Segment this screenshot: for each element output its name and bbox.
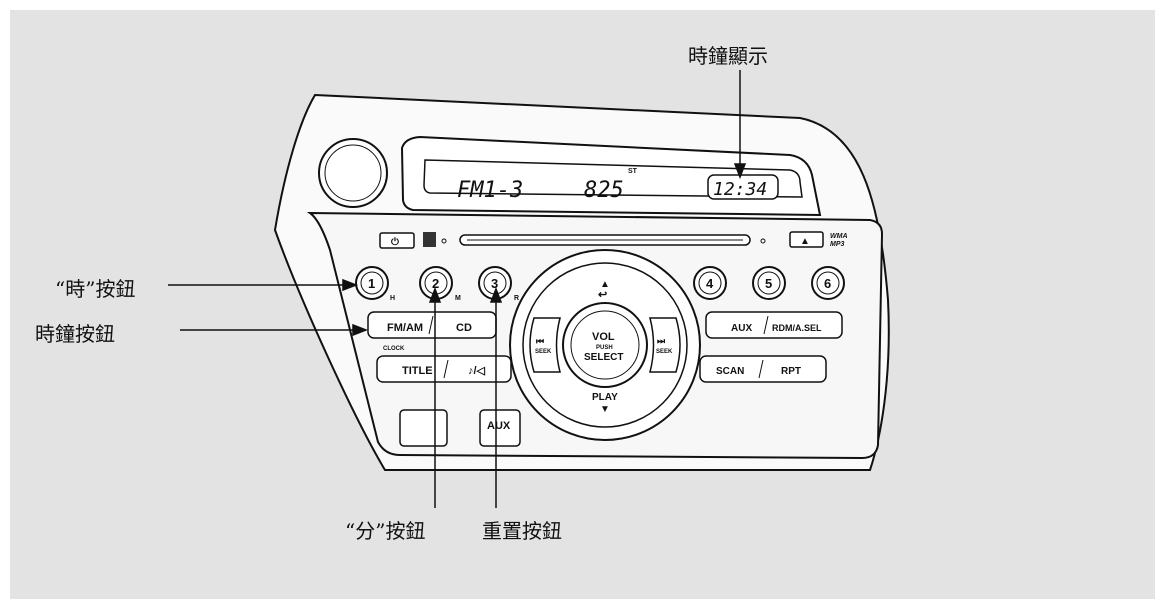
note-button[interactable]: ♪/◁	[468, 365, 486, 377]
volume-knob-inner	[324, 144, 382, 202]
preset-6-button[interactable]: 6	[811, 266, 845, 300]
power-button[interactable]	[379, 232, 415, 249]
select-label: SELECT	[584, 352, 623, 363]
mp3-label: MP3	[830, 241, 845, 248]
preset-1-button[interactable]: 1	[355, 266, 389, 300]
preset-6-label: 6	[824, 276, 831, 291]
back-icon: ↩	[598, 289, 607, 301]
preset-2-sub: M	[455, 295, 461, 302]
preset-3-sub: R	[514, 295, 519, 302]
seek-left-label: SEEK	[535, 349, 552, 355]
indicator-dot-left	[441, 238, 447, 244]
callout-clock-button: 時鐘按鈕	[35, 322, 115, 346]
volume-knob-outer	[318, 138, 388, 208]
preset-4-button[interactable]: 4	[693, 266, 727, 300]
seek-left-button[interactable]	[529, 317, 561, 373]
preset-3-label: 3	[491, 276, 498, 291]
callout-hour-button: “時”按鈕	[55, 277, 136, 301]
preset-5-label: 5	[765, 276, 772, 291]
aux-button[interactable]: AUX	[731, 323, 752, 334]
up-arrow-icon: ▲	[600, 279, 610, 290]
aux-rdm-frame	[705, 311, 843, 339]
callout-lines	[168, 70, 747, 508]
power-icon: ⏻	[391, 236, 399, 248]
eject-icon: ▲	[800, 236, 810, 247]
preset-1-sub: H	[390, 295, 395, 302]
cd-button[interactable]: CD	[456, 322, 472, 334]
eject-button[interactable]	[789, 231, 824, 248]
clock-sublabel: CLOCK	[383, 346, 405, 352]
preset-2-label: 2	[432, 276, 439, 291]
wma-label: WMA	[830, 233, 848, 240]
fm-am-button[interactable]: FM/AM	[387, 322, 423, 334]
clock-box	[707, 174, 779, 200]
lcd-frequency: 825	[584, 178, 624, 203]
callout-clock-display: 時鐘顯示	[688, 44, 768, 68]
divider	[763, 315, 769, 335]
aux-jack-label: AUX	[487, 420, 511, 432]
divider	[428, 315, 434, 335]
preset-4-label: 4	[706, 276, 714, 291]
preset-1-label: 1	[368, 276, 375, 291]
vol-knob-inner	[570, 310, 640, 380]
title-button[interactable]: TITLE	[402, 365, 433, 377]
vol-knob-outer[interactable]	[562, 302, 648, 388]
seek-right-icon: ⏭	[657, 336, 666, 346]
seek-right-button[interactable]	[649, 317, 681, 373]
vol-label: VOL	[592, 331, 615, 343]
scan-rpt-frame	[699, 355, 827, 383]
lcd-stereo: ST	[628, 168, 638, 175]
preset-3-button[interactable]: 3	[478, 266, 512, 300]
indicator-dot-right	[760, 238, 766, 244]
rdm-button[interactable]: RDM/A.SEL	[772, 323, 822, 333]
scan-button[interactable]: SCAN	[716, 366, 744, 377]
rpt-button[interactable]: RPT	[781, 366, 801, 377]
bottom-slot-left	[399, 409, 448, 447]
preset-5-button[interactable]: 5	[752, 266, 786, 300]
play-label: PLAY	[592, 392, 618, 403]
title-frame	[376, 355, 512, 383]
seek-right-label: SEEK	[656, 349, 673, 355]
lcd-band: FM1-3	[457, 178, 523, 203]
down-arrow-icon: ▼	[600, 404, 610, 415]
seek-left-icon: ⏮	[536, 336, 544, 346]
divider	[443, 359, 449, 379]
callout-minute-button: “分”按鈕	[345, 519, 426, 543]
disc-icon	[423, 232, 436, 247]
callout-reset-button: 重置按鈕	[482, 519, 562, 543]
push-label: PUSH	[596, 345, 613, 351]
divider	[758, 359, 764, 379]
lcd-clock: 12:34	[713, 179, 767, 200]
aux-jack[interactable]	[479, 409, 521, 447]
